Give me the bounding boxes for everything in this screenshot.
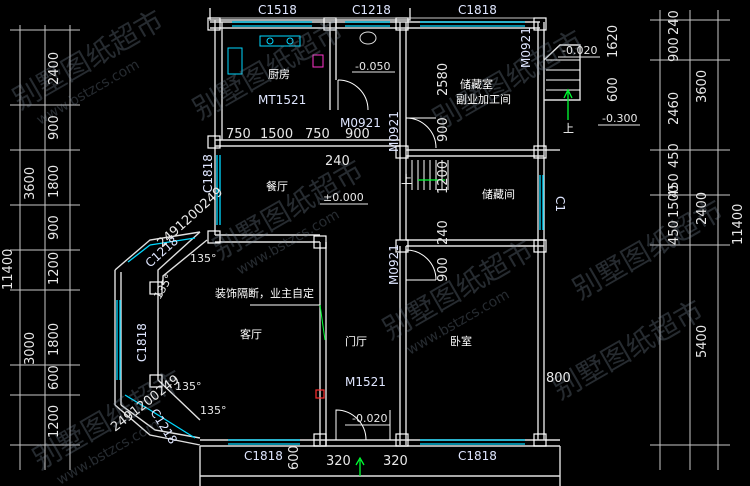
dim-left-11400: 11400 <box>1 249 16 290</box>
dim-right-3600: 3600 <box>695 70 710 103</box>
left-dimensions: 2400 900 1800 900 1200 1800 600 1200 360… <box>1 52 62 438</box>
dim-left-1800a: 1800 <box>47 165 62 198</box>
room-storage: 储藏间 <box>482 187 515 201</box>
dim-240a: 240 <box>325 154 350 169</box>
stair-up-label: 上 <box>401 173 412 186</box>
stair-up-labels: 上 上 <box>401 122 574 186</box>
dim-900-storage: 900 <box>436 117 451 142</box>
door-m0921-top: M0921 <box>519 27 533 68</box>
dim-right-900: 900 <box>667 37 682 62</box>
red-marker <box>315 389 325 399</box>
room-labels: 厨房 餐厅 客厅 门厅 卧室 储藏间 储藏室 副业加工间 装饰隔断，业主自定 <box>215 68 515 348</box>
dim-320-left: 320 <box>326 454 351 469</box>
dim-left-900b: 900 <box>47 215 62 240</box>
kitchen-fixtures <box>227 35 301 75</box>
door-labels: MT1521 M0921 M0921 M0921 M0921 M1521 <box>258 27 533 389</box>
bathroom-fixtures <box>312 54 324 68</box>
toilet <box>359 31 377 45</box>
dim-right-450a: 450 <box>667 143 682 168</box>
partition-marker <box>319 304 326 341</box>
dim-right-240: 240 <box>667 10 682 35</box>
level-kitchen: -0.050 <box>355 60 390 73</box>
dim-600-bottom: 600 <box>287 445 302 470</box>
angle-135-2: 135° <box>151 272 176 301</box>
dim-left-1800b: 1800 <box>47 323 62 356</box>
columns <box>149 17 547 447</box>
dim-320-right: 320 <box>383 454 408 469</box>
dim-right-11400: 11400 <box>731 204 746 245</box>
level-labels: -0.050 ±0.000 -0.020 -0.020 -0.300 <box>320 44 640 426</box>
dim-900-bedroom: 900 <box>436 257 451 282</box>
window-c1818-top: C1818 <box>458 3 497 17</box>
window-c1818-living: C1818 <box>135 323 149 362</box>
room-dining: 餐厅 <box>266 179 288 193</box>
dim-right-1500: 1500 <box>667 185 682 218</box>
dim-750a: 750 <box>226 127 251 142</box>
dim-right-5400: 5400 <box>695 325 710 358</box>
window-c1218: C1218 <box>352 3 391 17</box>
door-m0921-storage: M0921 <box>387 111 401 152</box>
angle-135-4: 135° <box>200 404 227 417</box>
dim-900: 900 <box>345 127 370 142</box>
door-mt1521: MT1521 <box>258 93 306 107</box>
level-top-right: -0.020 <box>562 44 597 57</box>
dim-1200-stair: 1200 <box>436 161 451 194</box>
window-c-right: C1 <box>553 196 567 212</box>
dim-left-3600: 3600 <box>23 167 38 200</box>
watermark-text: 别墅图纸超市 <box>547 293 709 406</box>
door-m1521: M1521 <box>345 375 386 389</box>
dim-left-1200b: 1200 <box>47 405 62 438</box>
right-dimensions: 240 900 2460 450 1500 450 450 3600 2400 … <box>667 10 746 358</box>
dim-left-3000: 3000 <box>23 332 38 365</box>
window-marks <box>116 21 544 445</box>
stair-up-label-right: 上 <box>563 122 574 135</box>
dim-right-2460: 2460 <box>667 92 682 125</box>
dim-2580: 2580 <box>436 63 451 96</box>
green-arrows <box>355 88 573 476</box>
decor-partition-note: 装饰隔断，业主自定 <box>215 286 314 300</box>
room-foyer: 门厅 <box>345 334 367 348</box>
level-stair-right: -0.300 <box>602 112 637 125</box>
dim-left-600: 600 <box>47 365 62 390</box>
room-storage-workshop-line2: 副业加工间 <box>456 93 511 106</box>
room-kitchen: 厨房 <box>268 68 290 81</box>
room-storage-workshop-line1: 储藏室 <box>460 77 493 91</box>
dim-800: 800 <box>546 371 571 386</box>
room-bedroom: 卧室 <box>450 334 472 348</box>
dim-1500: 1500 <box>260 127 293 142</box>
dim-750b: 750 <box>305 127 330 142</box>
dim-right-2400: 2400 <box>695 192 710 225</box>
door-m0921-bedroom: M0921 <box>387 244 401 285</box>
dim-600-right: 600 <box>606 77 621 102</box>
walls <box>114 8 581 486</box>
room-living: 客厅 <box>240 327 262 341</box>
window-c1518: C1518 <box>258 3 297 17</box>
dim-1620: 1620 <box>606 25 621 58</box>
dim-right-450c: 450 <box>667 173 682 198</box>
window-c1818-dining: C1818 <box>201 154 215 193</box>
stairs <box>411 59 580 190</box>
window-c1818-bottom-right: C1818 <box>458 449 497 463</box>
door-m0921-kitchen: M0921 <box>340 116 381 130</box>
angle-135-1: 135° <box>190 252 217 265</box>
level-entrance: -0.020 <box>352 412 387 425</box>
dim-left-2400: 2400 <box>47 52 62 85</box>
level-main: ±0.000 <box>323 191 364 204</box>
angle-135-3: 135° <box>175 380 202 393</box>
dim-left-1200a: 1200 <box>47 252 62 285</box>
dim-240-stair: 240 <box>436 220 451 245</box>
dim-left-900a: 900 <box>47 115 62 140</box>
window-c1818-bottom-left: C1818 <box>244 449 283 463</box>
dim-right-450b: 450 <box>667 220 682 245</box>
